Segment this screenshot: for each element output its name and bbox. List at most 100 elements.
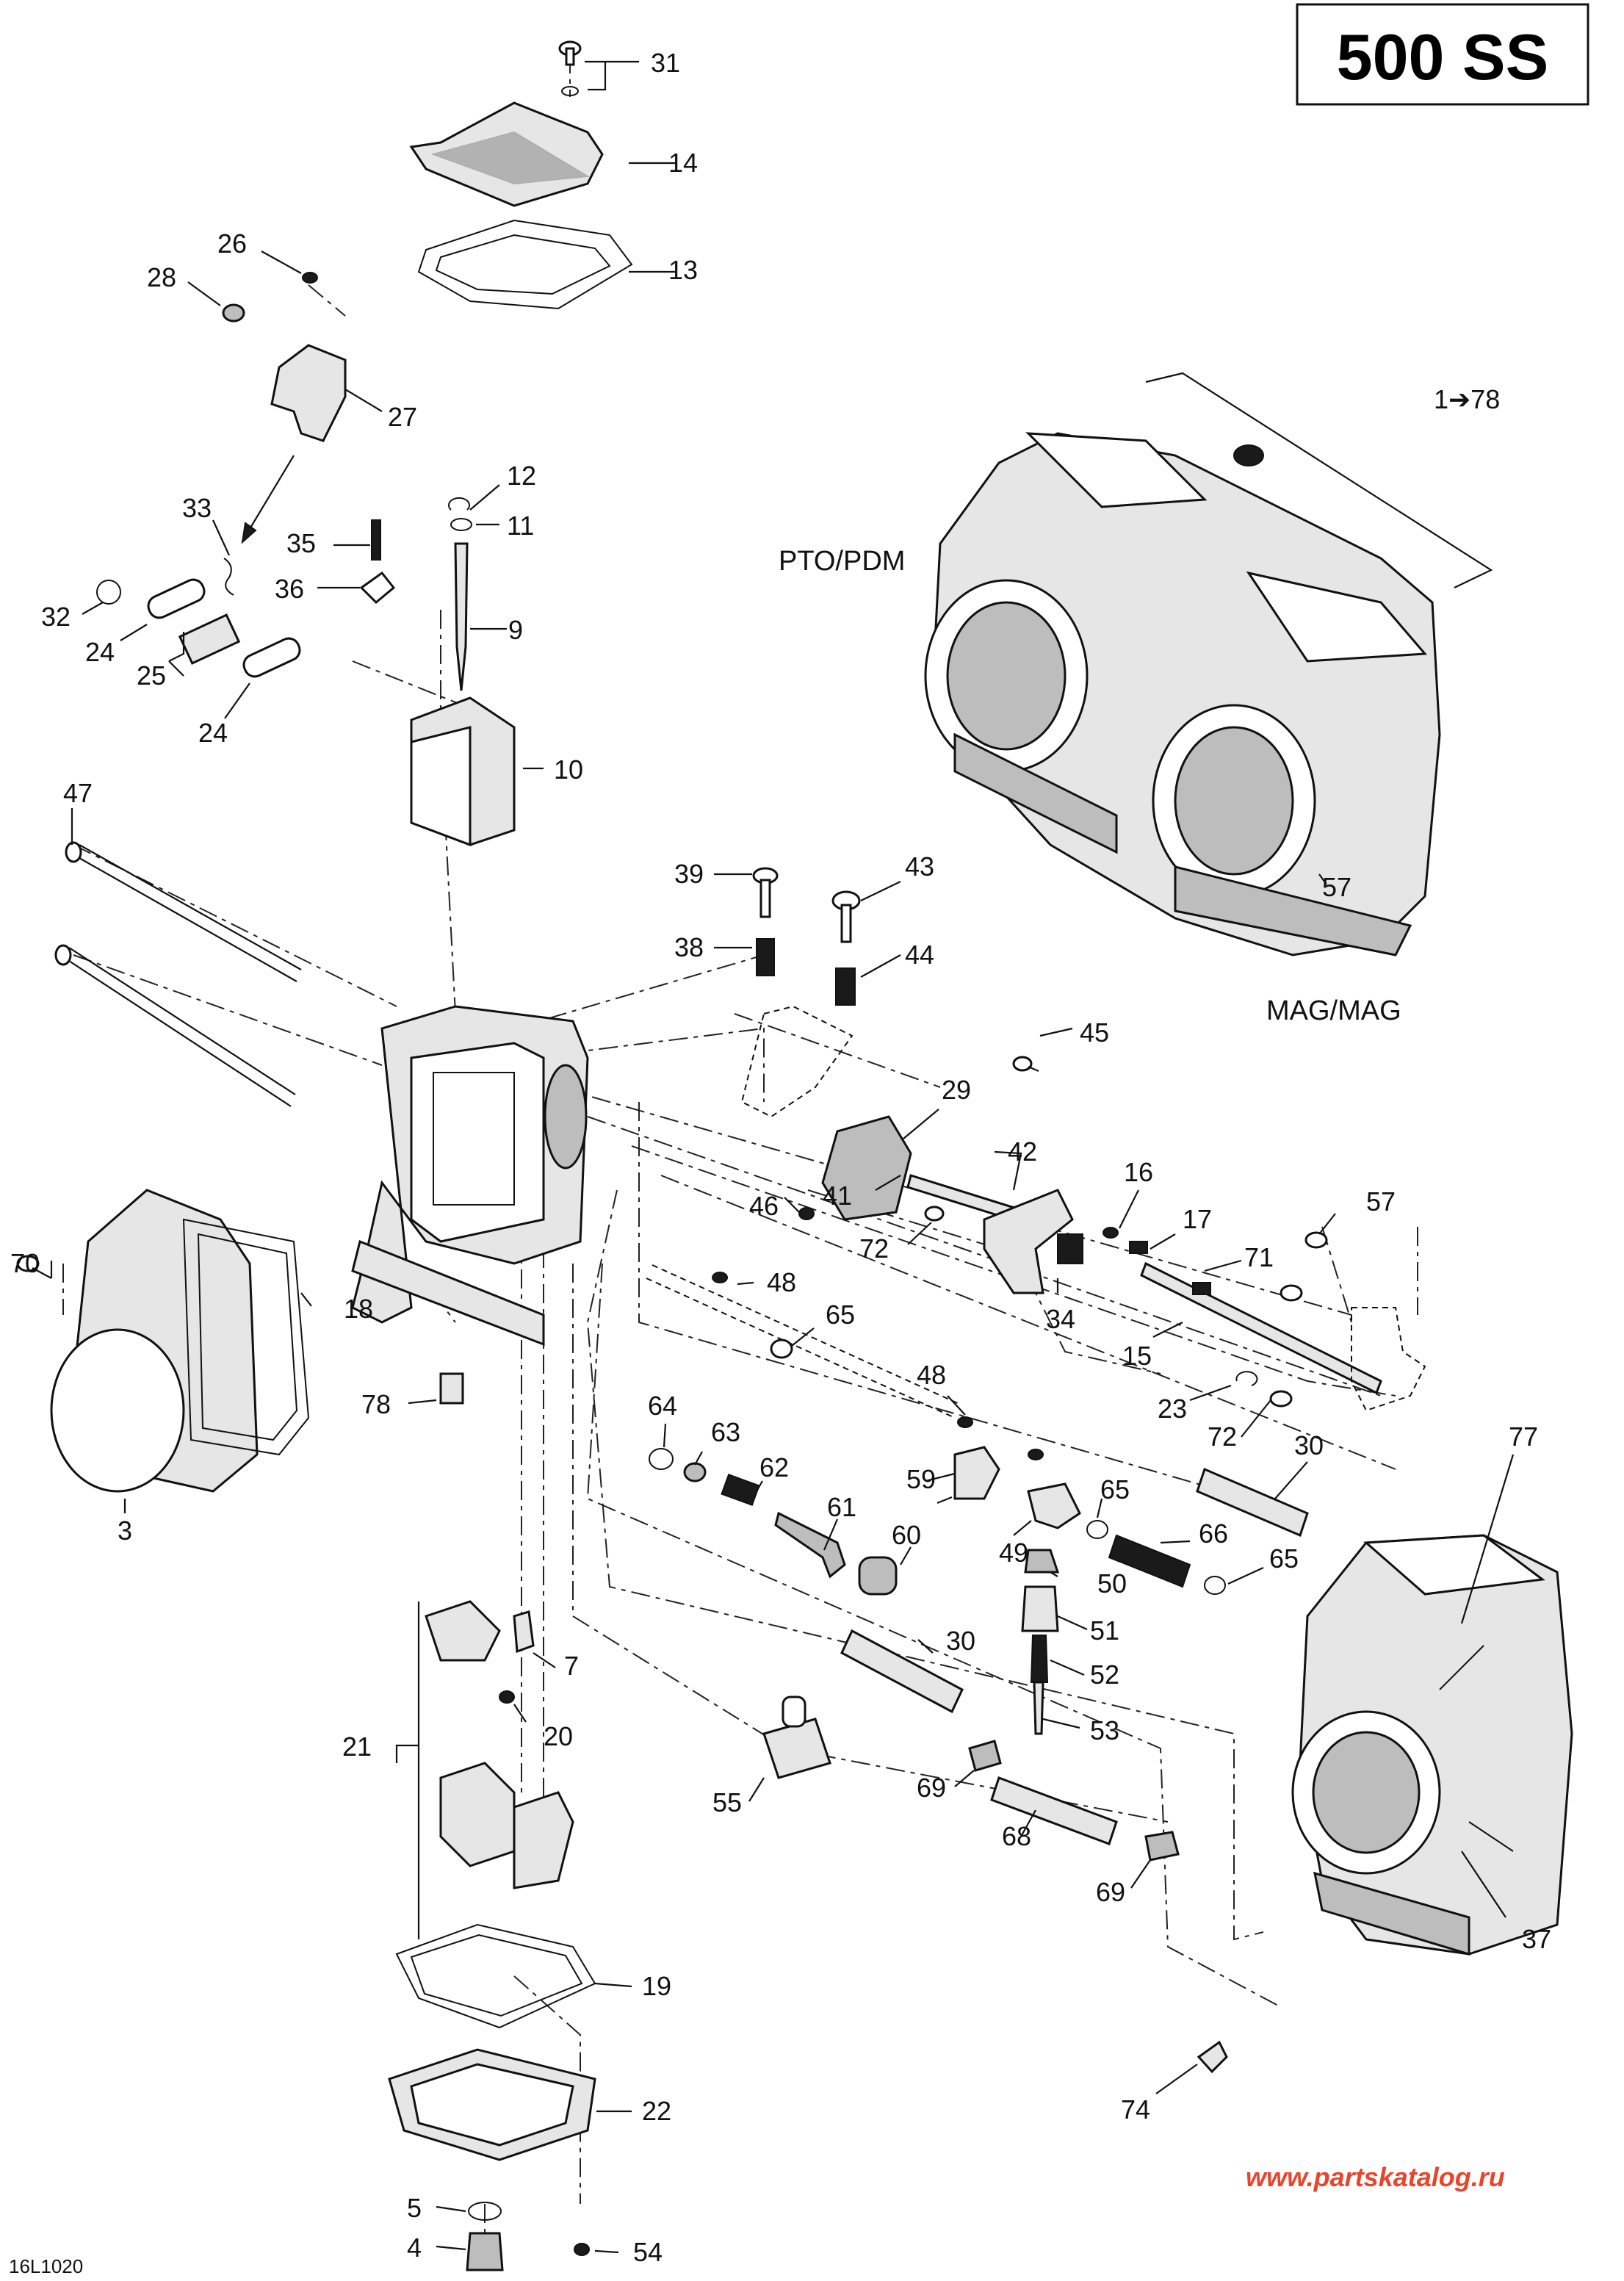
spring-17: [1129, 1241, 1148, 1254]
callout: 41: [823, 1181, 852, 1211]
callout: 35: [286, 528, 316, 558]
cover-shadow-14: [430, 131, 591, 185]
callout: 9: [508, 615, 523, 645]
callout: 71: [1244, 1242, 1274, 1272]
washer-65b: [1086, 1520, 1108, 1539]
top-cover-14: [409, 101, 604, 207]
callout: 25: [137, 660, 166, 691]
callout: 68: [1002, 1821, 1031, 1851]
screw-54: [574, 2243, 590, 2256]
screw-16: [1102, 1227, 1119, 1239]
callout: 32: [41, 602, 71, 632]
spring-71: [1192, 1282, 1211, 1295]
clamp-69a: [968, 1740, 1002, 1772]
callout: 39: [674, 859, 704, 889]
carburetor-bore: [544, 1064, 588, 1170]
carburetor-body-window: [433, 1072, 515, 1206]
callout: 49: [999, 1538, 1028, 1568]
callout: 69: [917, 1773, 946, 1803]
callout: 33: [182, 493, 212, 523]
callout: 28: [147, 262, 176, 292]
float-bowl-22-inner: [410, 2063, 574, 2147]
callout: 12: [507, 461, 536, 491]
screw-31: [558, 40, 582, 96]
callout: 61: [827, 1492, 856, 1522]
spring-66: [1108, 1534, 1191, 1588]
tube-30b: [840, 1629, 964, 1714]
needle-9: [454, 542, 469, 691]
screw-43: [831, 890, 861, 943]
needle-valve-7: [513, 1610, 535, 1654]
callout: 72: [859, 1233, 889, 1264]
callout: 65: [1100, 1474, 1130, 1505]
drawing-code: 16L1020: [9, 2255, 83, 2277]
callout: 54: [633, 2237, 663, 2267]
lever-27: [270, 344, 347, 442]
bracket-57: [1351, 1307, 1426, 1412]
callout: 55: [712, 1787, 742, 1817]
watermark: www.partskatalog.ru: [1246, 2162, 1505, 2192]
screw-39: [752, 867, 779, 918]
clip-36: [359, 571, 396, 605]
plunger-53: [1033, 1681, 1044, 1735]
callout: 50: [1097, 1568, 1127, 1599]
drain-plug-4: [466, 2232, 504, 2271]
callout: 10: [554, 754, 583, 785]
washer-65a: [770, 1338, 793, 1359]
callout: 29: [942, 1075, 971, 1105]
callout: 36: [275, 574, 304, 604]
bolt-47-upper: [65, 841, 302, 982]
callout: 51: [1090, 1615, 1119, 1646]
callout: 48: [767, 1267, 796, 1297]
pto-label: PTO/PDM: [779, 546, 905, 577]
callout: 47: [63, 778, 93, 808]
callout: 18: [344, 1294, 373, 1324]
callout: 52: [1090, 1660, 1119, 1690]
assembly-bracket: [1145, 372, 1493, 588]
callout: 30: [946, 1626, 975, 1656]
screw-57a: [1280, 1231, 1328, 1302]
lever-49: [1027, 1482, 1081, 1529]
callout: 62: [759, 1452, 789, 1482]
callout: 77: [1509, 1421, 1538, 1452]
callout: 27: [388, 402, 417, 432]
fitting-51: [1021, 1585, 1059, 1632]
bolt-47-lower: [54, 944, 296, 1107]
callout: 11: [507, 511, 534, 541]
callout: 57: [1322, 872, 1351, 902]
callout: 23: [1158, 1394, 1187, 1424]
callout: 60: [892, 1520, 921, 1550]
callout: 65: [826, 1300, 855, 1330]
screw-35: [371, 519, 381, 561]
screw-46: [798, 1207, 815, 1220]
e-clip-23: [1235, 1371, 1258, 1386]
spring-38: [756, 938, 775, 976]
callout: 31: [651, 48, 680, 78]
carburetor-single: [1291, 1534, 1573, 1956]
callout: 69: [1096, 1877, 1125, 1907]
carburetor-body-face: [410, 1042, 545, 1243]
callout: 15: [1122, 1341, 1152, 1371]
plate-24a: [147, 578, 206, 619]
spring-62: [721, 1474, 760, 1506]
spring-52: [1030, 1635, 1049, 1683]
washer-72b: [1269, 1390, 1293, 1408]
callout: 3: [118, 1516, 132, 1546]
float-21b: [513, 1791, 574, 1889]
callout: 14: [668, 148, 698, 178]
plug-74: [1197, 2040, 1228, 2074]
callout: 21: [342, 1732, 372, 1762]
callout: 4: [407, 2233, 422, 2263]
callout: 5: [407, 2193, 422, 2223]
leader-lines: [50, 60, 1515, 2254]
callout: 24: [85, 637, 115, 667]
screw-61: [774, 1511, 846, 1579]
screw-48b: [957, 1416, 973, 1428]
tee-fitting-55-top: [782, 1696, 806, 1728]
callout: 46: [749, 1191, 779, 1221]
o-ring-5: [468, 2202, 502, 2221]
clip-33: [223, 558, 234, 596]
screw-26: [302, 272, 318, 284]
washer-11: [450, 518, 472, 531]
